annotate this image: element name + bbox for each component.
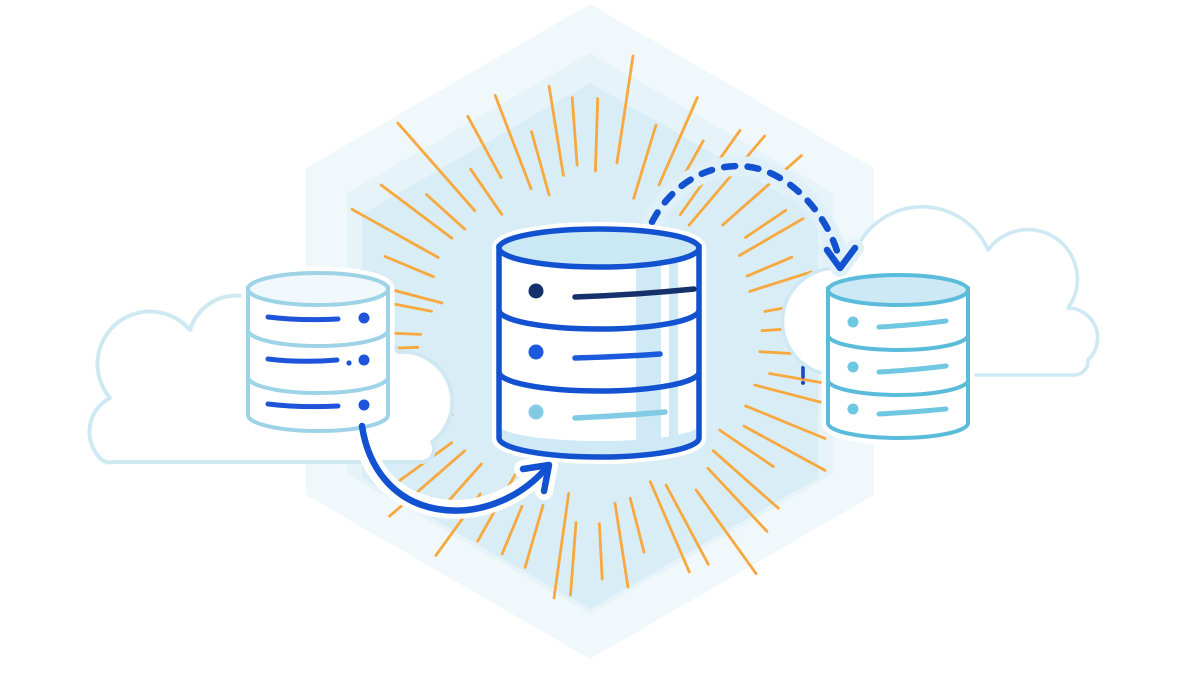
database-center [492,222,706,464]
sun-ray [664,483,710,566]
database-left-separator [246,376,390,395]
database-left [241,266,395,438]
status-dot [847,403,859,415]
sun-ray [657,96,699,187]
sun-ray [753,383,827,405]
data-line-tertiary [572,409,668,421]
data-line [876,406,949,417]
status-dot [847,361,859,373]
sun-ray [466,114,503,180]
database-right [821,268,975,445]
data-line [265,314,341,323]
sun-ray [594,97,600,173]
database-left-separator [246,329,390,348]
sun-ray [523,503,545,569]
database-right-top [826,273,970,307]
database-right-dots [847,316,859,415]
arrowhead-down-icon [823,244,859,272]
database-center-separator [496,371,702,394]
sun-rays [350,54,827,600]
sun-ray [424,193,467,231]
sun-ray [721,154,803,227]
sun-ray [744,404,827,440]
sun-ray [570,96,579,167]
status-dot-small [346,360,352,366]
database-right-rows [876,318,949,417]
database-left-top [246,271,390,307]
sun-ray [469,167,504,216]
status-dot-primary [528,283,544,299]
status-dot-tertiary [528,404,544,420]
sun-ray [569,521,578,597]
status-dot [358,354,370,366]
sync-arrow-dashed [642,156,864,277]
sun-ray [552,491,571,600]
data-line [876,363,949,375]
sun-ray [350,207,440,259]
data-line [265,401,341,410]
sun-ray [500,504,524,556]
status-dot [847,316,859,328]
sun-ray [632,124,658,200]
database-right-outline [826,286,970,440]
data-line-primary [572,286,697,300]
sun-ray [718,428,775,469]
sun-ray [615,54,635,165]
sun-ray [738,217,805,257]
status-dot-secondary [528,344,544,360]
data-line-secondary [572,351,663,361]
sync-arrow-dashed-shaft [648,162,843,262]
database-left-outline [246,285,390,433]
sun-ray [396,121,477,213]
sun-ray [613,501,630,589]
sun-ray [547,84,565,177]
database-left-dots [346,312,370,411]
database-center-bottom-band [499,425,699,457]
status-dot [358,312,370,324]
highlight-stripe-narrow [669,263,678,445]
sun-ray [744,208,788,239]
sun-ray [706,466,769,533]
database-right-separator [826,334,970,352]
sun-ray [745,255,794,278]
database-center-rows [572,286,697,421]
sun-ray [768,372,827,385]
sun-ray [447,462,483,502]
sun-ray [648,480,691,574]
sun-ray [530,130,551,197]
sun-ray [383,255,435,279]
sun-ray [694,488,758,576]
data-line [876,318,949,330]
sun-ray [493,94,533,191]
sync-arrow-solid-shaft [358,422,551,514]
sun-ray [379,183,454,240]
sun-ray [711,449,780,510]
sun-ray [687,134,766,227]
database-center-dots [528,283,544,420]
status-dot [358,399,370,411]
database-left-rows [265,314,341,410]
database-center-top [496,226,702,270]
arrowhead-up-right-icon [519,461,553,495]
database-center-outline [496,243,702,460]
sun-ray [742,424,827,472]
sync-arrow-solid [354,422,558,519]
database-center-separator [496,309,702,332]
sun-ray [628,496,646,554]
alert-dot [800,380,806,385]
data-line [265,356,340,364]
sun-ray [748,270,813,293]
alert-mark [800,365,806,385]
database-right-separator [826,379,970,397]
sun-ray [598,522,604,581]
